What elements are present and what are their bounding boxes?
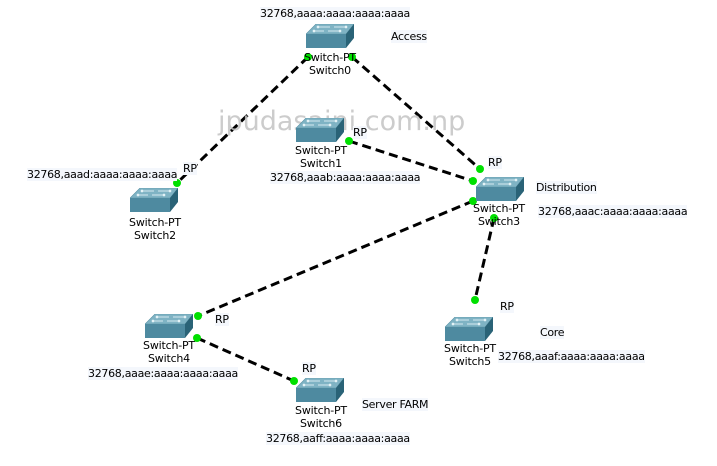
switch2-name: Switch2 — [134, 229, 176, 242]
switch5-name: Switch5 — [449, 355, 491, 368]
switch2-icon[interactable] — [129, 187, 179, 212]
port-indicator-switch4 — [193, 334, 201, 342]
link-switch4-switch6[interactable] — [196, 336, 295, 383]
port-indicator-switch2 — [173, 179, 181, 187]
rp-label-switch3: RP — [488, 156, 502, 169]
port-indicator-switch6 — [290, 377, 298, 385]
switch0-model: Switch-PT — [304, 51, 356, 64]
link-switch0-switch2[interactable] — [175, 55, 310, 185]
switch5-icon[interactable] — [444, 316, 494, 341]
switch0-icon[interactable] — [305, 23, 355, 48]
switch3-name: Switch3 — [478, 215, 520, 228]
switch4-model: Switch-PT — [143, 339, 195, 352]
zone-label-core: Core — [540, 326, 565, 339]
port-indicator-switch5 — [471, 296, 479, 304]
rp-label-switch6: RP — [302, 362, 316, 375]
switch4-icon[interactable] — [144, 313, 194, 338]
port-indicator-switch3 — [490, 214, 498, 222]
switch6-model: Switch-PT — [295, 404, 347, 417]
switch3-model: Switch-PT — [473, 202, 525, 215]
link-switch0-switch3[interactable] — [351, 55, 481, 171]
switch4-bridge-id: 32768,aaae:aaaa:aaaa:aaaa — [88, 367, 238, 380]
switch2-bridge-id: 32768,aaad:aaaa:aaaa:aaaa — [27, 168, 178, 181]
switch2-model: Switch-PT — [129, 216, 181, 229]
switch1-icon[interactable] — [295, 117, 345, 142]
switch6-name: Switch6 — [300, 417, 342, 430]
zone-label-access: Access — [391, 30, 427, 43]
switch6-bridge-id: 32768,aaff:aaaa:aaaa:aaaa — [266, 432, 410, 445]
port-indicator-switch3 — [469, 197, 477, 205]
link-switch1-switch3[interactable] — [348, 139, 474, 183]
link-switch3-switch5[interactable] — [473, 217, 496, 301]
switch3-bridge-id: 32768,aaac:aaaa:aaaa:aaaa — [538, 205, 688, 218]
port-indicator-switch3 — [476, 165, 484, 173]
rp-label-switch4: RP — [215, 313, 229, 326]
zone-label-distribution: Distribution — [536, 181, 597, 194]
switch1-bridge-id: 32768,aaab:aaaa:aaaa:aaaa — [270, 171, 421, 184]
port-indicator-switch3 — [469, 177, 477, 185]
port-indicator-switch4 — [194, 312, 202, 320]
switch1-model: Switch-PT — [295, 144, 347, 157]
switch6-icon[interactable] — [295, 377, 345, 402]
link-switch3-switch4[interactable] — [197, 199, 474, 318]
switch0-name: Switch0 — [309, 64, 351, 77]
switch5-model: Switch-PT — [444, 342, 496, 355]
switch3-icon[interactable] — [475, 176, 525, 201]
port-indicator-switch1 — [345, 137, 353, 145]
rp-label-switch5: RP — [500, 300, 514, 313]
rp-label-switch1: RP — [353, 126, 367, 139]
port-indicator-switch0 — [304, 53, 312, 61]
ports-layer — [173, 53, 498, 385]
switch0-bridge-id: 32768,aaaa:aaaa:aaaa:aaaa — [260, 7, 410, 20]
zone-label-server-farm: Server FARM — [362, 398, 429, 411]
rp-label-switch2: RP — [183, 162, 197, 175]
switch1-name: Switch1 — [300, 157, 342, 170]
port-indicator-switch0 — [348, 53, 356, 61]
switch4-name: Switch4 — [148, 352, 190, 365]
links-layer — [175, 55, 496, 383]
switch5-bridge-id: 32768,aaaf:aaaa:aaaa:aaaa — [498, 350, 645, 363]
